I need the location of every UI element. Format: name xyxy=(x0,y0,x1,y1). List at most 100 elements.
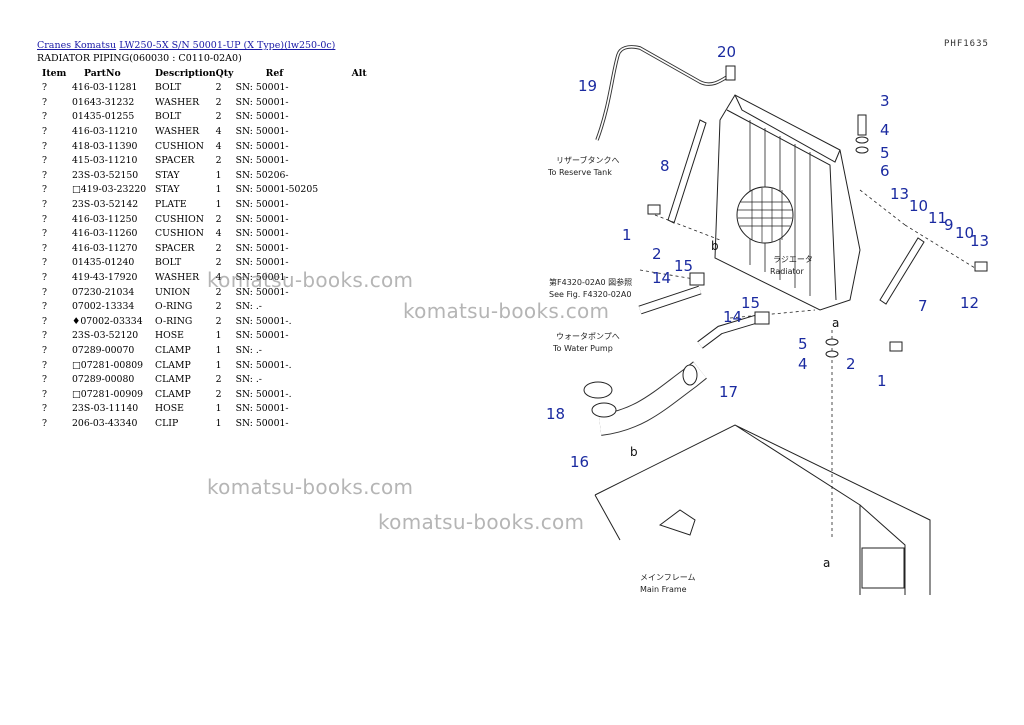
callout-1: 1 xyxy=(877,372,887,390)
row-partno: 23S-03-52142 xyxy=(72,199,139,211)
row-alt xyxy=(352,314,382,329)
row-qty: 2 xyxy=(215,96,222,108)
callout-a: a xyxy=(832,316,839,330)
row-partno: 01643-31232 xyxy=(72,96,135,108)
diagram-label-radiator-en: Radiator xyxy=(770,267,805,276)
row-ref: SN: 50001-50205 xyxy=(235,184,319,196)
row-partno: 23S-03-52150 xyxy=(72,169,139,181)
row-partno: 416-03-11260 xyxy=(72,228,138,240)
row-ref: SN: .- xyxy=(235,374,262,386)
row-alt xyxy=(352,183,382,198)
callout-13: 13 xyxy=(970,232,989,250)
row-description: HOSE xyxy=(155,403,184,415)
radiator-piping-diagram: リザーブタンクへ To Reserve Tank ラジエータ Radiator … xyxy=(546,43,989,595)
row-item: ? xyxy=(42,96,47,108)
row-description: O-RING xyxy=(155,315,193,327)
callout-2: 2 xyxy=(652,245,662,263)
row-partno: □419-03-23220 xyxy=(72,184,147,196)
row-ref: SN: 50001-. xyxy=(235,315,292,327)
row-ref: SN: 50001- xyxy=(235,330,289,342)
row-partno: 01435-01255 xyxy=(72,111,135,123)
diagram-label-main-frame-en: Main Frame xyxy=(640,585,687,594)
row-alt xyxy=(352,329,382,344)
row-description: HOSE xyxy=(155,330,184,342)
row-qty: 4 xyxy=(215,126,222,138)
row-qty: 1 xyxy=(215,169,222,181)
row-alt xyxy=(352,124,382,139)
row-alt xyxy=(352,81,382,96)
row-qty: 2 xyxy=(215,82,222,94)
row-item: ? xyxy=(42,330,47,342)
row-description: CUSHION xyxy=(155,213,204,225)
callout-2: 2 xyxy=(846,355,856,373)
row-qty: 2 xyxy=(215,155,222,167)
row-ref: SN: 50001- xyxy=(235,417,289,429)
row-item: ? xyxy=(42,82,47,94)
callout-10: 10 xyxy=(955,224,974,242)
callout-17: 17 xyxy=(719,383,738,401)
row-qty: 2 xyxy=(215,111,222,123)
callout-4: 4 xyxy=(798,355,808,373)
row-ref: SN: 50001- xyxy=(235,126,289,138)
diagram-label-main-frame-jp: メインフレーム xyxy=(640,573,696,582)
row-ref: SN: 50001- xyxy=(235,96,289,108)
row-ref: SN: 50001- xyxy=(235,111,289,123)
callout-5: 5 xyxy=(798,335,808,353)
row-item: ? xyxy=(42,184,47,196)
header-description: Description xyxy=(155,67,216,79)
row-partno: ♦07002-03334 xyxy=(72,315,143,327)
row-ref: SN: 50001- xyxy=(235,257,289,269)
row-partno: 416-03-11210 xyxy=(72,126,138,138)
row-ref: SN: .- xyxy=(235,301,262,313)
row-partno: 07289-00070 xyxy=(72,344,135,356)
row-alt xyxy=(352,168,382,183)
row-alt xyxy=(352,343,382,358)
row-qty: 4 xyxy=(215,140,222,152)
row-alt xyxy=(352,299,382,314)
row-description: WASHER xyxy=(155,96,200,108)
row-item: ? xyxy=(42,301,47,313)
breadcrumb-link-cranes-komatsu[interactable]: Cranes Komatsu xyxy=(37,40,117,51)
row-qty: 2 xyxy=(215,374,222,386)
callout-5: 5 xyxy=(880,144,890,162)
row-description: STAY xyxy=(155,169,180,181)
row-alt xyxy=(352,416,382,431)
row-ref: SN: 50001- xyxy=(235,213,289,225)
row-item: ? xyxy=(42,272,47,284)
row-ref: SN: 50001- xyxy=(235,155,289,167)
row-partno: 01435-01240 xyxy=(72,257,135,269)
diagram-label-water-pump-jp: ウォータポンプへ xyxy=(556,332,620,341)
breadcrumb: Cranes Komatsu LW250-5X S/N 50001-UP (X … xyxy=(37,40,335,51)
row-partno: 418-03-11390 xyxy=(72,140,138,152)
row-alt xyxy=(352,372,382,387)
row-description: O-RING xyxy=(155,301,193,313)
row-item: ? xyxy=(42,359,47,371)
row-ref: SN: 50001-. xyxy=(235,388,292,400)
breadcrumb-link-model[interactable]: LW250-5X S/N 50001-UP (X Type)(lw250-0c) xyxy=(119,40,336,51)
callout-12: 12 xyxy=(960,294,979,312)
header-qty: Qty xyxy=(215,67,234,79)
diagram-label-reserve-tank-en: To Reserve Tank xyxy=(547,168,612,177)
row-qty: 1 xyxy=(215,417,222,429)
row-ref: SN: .- xyxy=(235,344,262,356)
row-qty: 1 xyxy=(215,344,222,356)
row-item: ? xyxy=(42,286,47,298)
row-qty: 4 xyxy=(215,272,222,284)
header-item: Item xyxy=(42,67,67,79)
row-partno: 23S-03-11140 xyxy=(72,403,139,415)
row-partno: 419-43-17920 xyxy=(72,272,138,284)
table-header-row: Item PartNo Description Qty Ref Alt xyxy=(36,66,382,81)
row-item: ? xyxy=(42,228,47,240)
row-ref: SN: 50206- xyxy=(235,169,289,181)
